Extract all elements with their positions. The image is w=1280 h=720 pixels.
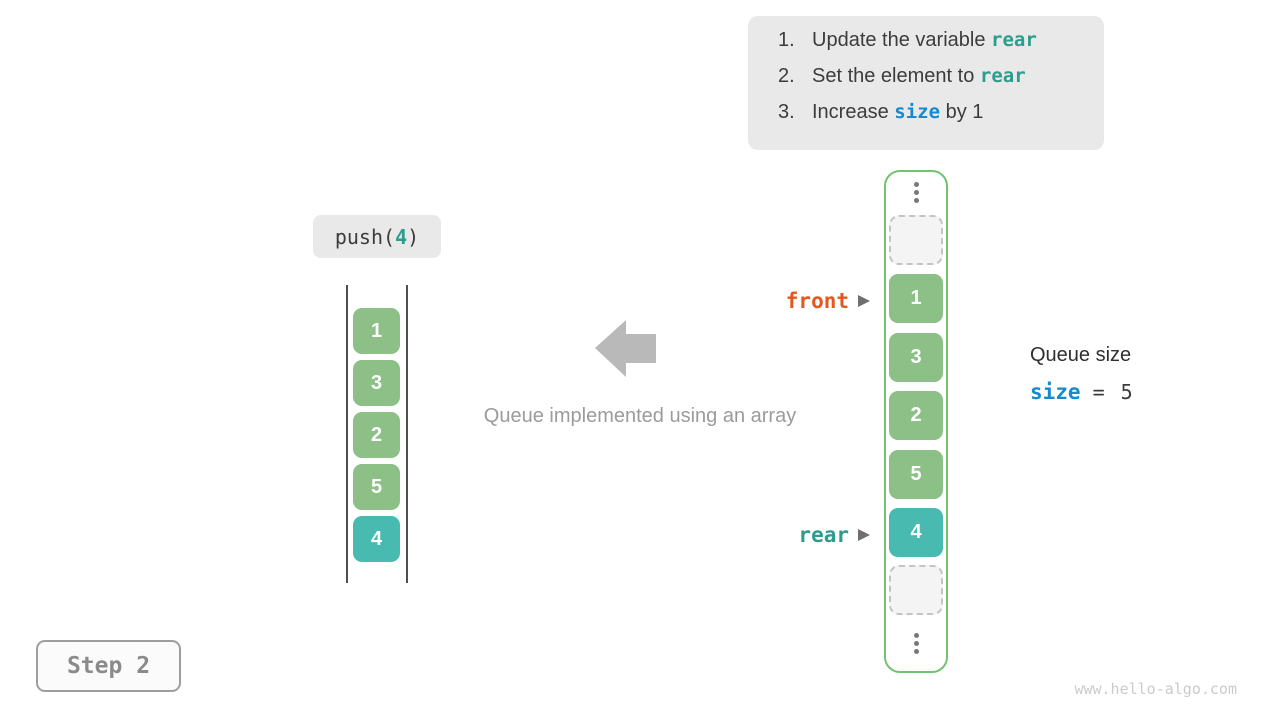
size-value: 5: [1120, 380, 1133, 404]
ellipsis-bottom-icon: [886, 633, 946, 654]
ellipsis-top-icon: [886, 182, 946, 203]
note-line-1-code-rear: rear: [991, 29, 1037, 51]
queue-wall-right: [406, 285, 408, 583]
array-container: 1 3 2 5 4: [884, 170, 948, 673]
size-variable: size: [1030, 380, 1081, 404]
left-queue-cell: 5: [353, 464, 400, 510]
diagram-caption: Queue implemented using an array: [483, 405, 797, 427]
step-badge: Step 2: [36, 640, 181, 692]
push-call-pre: push(: [334, 224, 396, 249]
front-pointer-label: front: [785, 289, 849, 313]
push-call-post: ): [407, 224, 420, 249]
left-arrow-head: [595, 320, 626, 377]
left-arrow-tail: [625, 334, 656, 363]
array-cell-highlighted: 4: [889, 508, 943, 557]
note-line-3-number: 3.: [778, 101, 795, 123]
array-cell: 5: [889, 450, 943, 499]
note-line-2-code-rear: rear: [979, 65, 1026, 87]
left-arrow-icon: [595, 320, 657, 377]
left-queue-cell-highlighted: 4: [353, 516, 400, 562]
array-cell: 2: [889, 391, 943, 440]
queue-size-value-line: size = 5: [1030, 380, 1133, 404]
note-line-2: 2. Set the element to rear: [778, 65, 1104, 101]
rear-pointer-label: rear: [798, 523, 849, 547]
note-line-1-text: Update the variable: [812, 29, 992, 51]
note-line-3-text: Increase: [812, 101, 895, 123]
push-call-box: push( 4 ): [313, 215, 441, 258]
array-cell: 3: [889, 333, 943, 382]
left-queue-cell: 3: [353, 360, 400, 406]
queue-wall-left: [346, 285, 348, 583]
note-line-3-suffix: by 1: [940, 101, 984, 123]
steps-note-box: 1. Update the variable rear 2. Set the e…: [748, 16, 1104, 150]
left-queue-cell: 2: [353, 412, 400, 458]
push-call-arg: 4: [395, 224, 408, 249]
equals-sign: =: [1092, 380, 1105, 404]
empty-slot-bottom: [889, 565, 943, 615]
left-queue-cell: 1: [353, 308, 400, 354]
rear-pointer: rear: [690, 521, 870, 549]
empty-slot-top: [889, 215, 943, 265]
note-line-2-number: 2.: [778, 65, 795, 87]
array-cell: 1: [889, 274, 943, 323]
note-line-2-text: Set the element to: [812, 65, 980, 87]
queue-size-title: Queue size: [1030, 344, 1132, 366]
front-pointer: front: [690, 287, 870, 315]
queue-size-block: Queue size size = 5: [1030, 344, 1133, 404]
note-line-1-number: 1.: [778, 29, 795, 51]
front-pointer-arrow-icon: [858, 295, 870, 307]
note-line-1: 1. Update the variable rear: [778, 29, 1104, 65]
note-line-3-code-size: size: [894, 101, 941, 123]
rear-pointer-arrow-icon: [858, 529, 870, 541]
note-line-3: 3. Increase size by 1: [778, 101, 1104, 137]
watermark: www.hello-algo.com: [1074, 680, 1237, 698]
